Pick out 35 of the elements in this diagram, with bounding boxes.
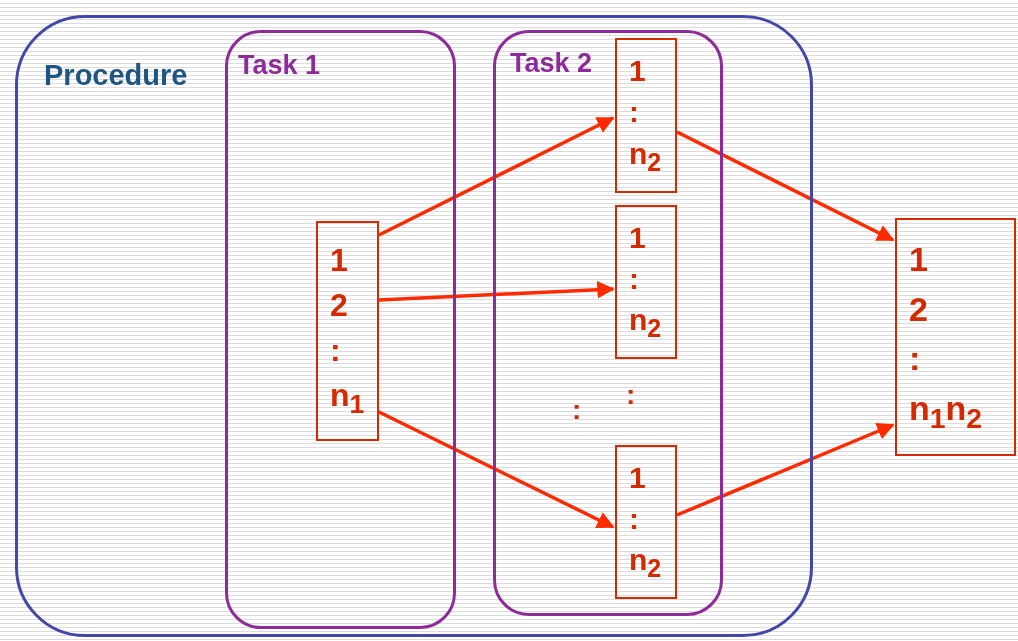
ellipsis-dots: : (572, 396, 582, 424)
index-text: n$_{2}$ (629, 545, 662, 582)
arrow (378, 116, 615, 237)
index-text: : (629, 504, 639, 534)
index-text: 1 (909, 241, 928, 276)
index-list-box (895, 218, 1016, 456)
index-text: : (909, 341, 921, 376)
arrow (378, 410, 615, 529)
task-panel (225, 30, 456, 629)
arrow (676, 423, 895, 517)
index-list-box (316, 221, 379, 441)
index-text: 2 (330, 288, 348, 321)
index-text: : (629, 97, 639, 128)
index-text: 1 (629, 55, 646, 86)
index-text: : (629, 264, 639, 294)
procedure-panel (15, 15, 813, 637)
ellipsis-dots: : (626, 381, 636, 409)
index-text: n$_{1}$ (330, 379, 365, 419)
index-text: n$_{1}$n$_{2}$ (909, 391, 983, 433)
index-text: : (330, 334, 341, 367)
arrow (378, 281, 615, 302)
task-panel (493, 30, 723, 616)
index-text: 1 (629, 462, 646, 493)
group-title: Procedure (44, 58, 188, 92)
index-list-box (615, 445, 677, 599)
index-list-box (615, 38, 677, 193)
index-text: n$_{2}$ (629, 139, 662, 176)
index-text: 1 (330, 243, 348, 276)
index-text: 1 (629, 222, 646, 253)
index-list-box (615, 205, 677, 359)
arrow (676, 130, 895, 242)
group-title: Task 1 (238, 49, 321, 81)
index-text: 2 (909, 291, 928, 326)
group-title: Task 2 (510, 47, 593, 79)
index-text: n$_{2}$ (629, 305, 662, 342)
